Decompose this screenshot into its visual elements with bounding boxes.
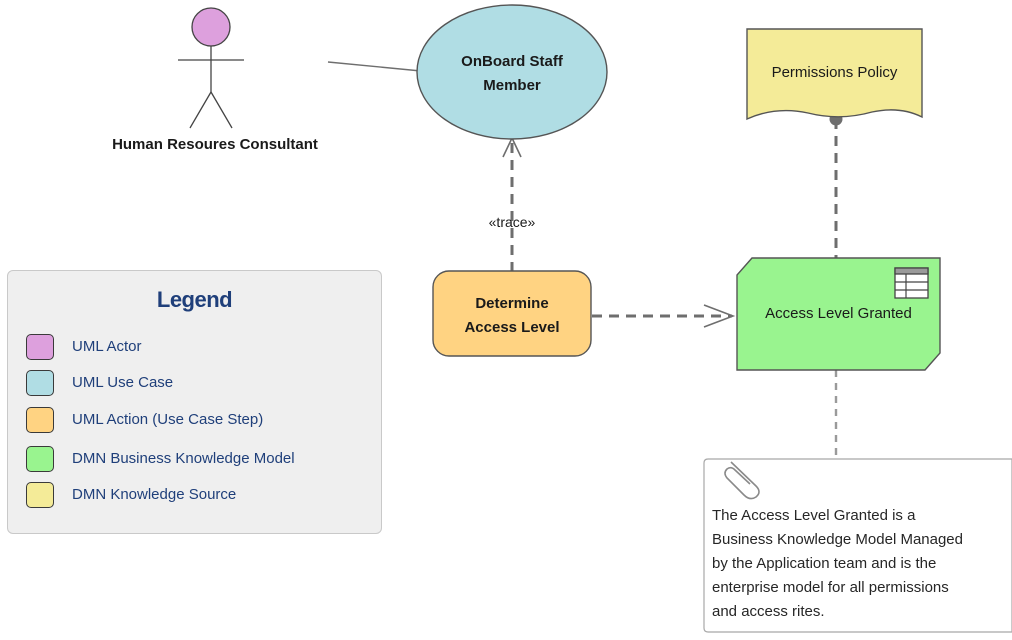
legend-label: DMN Business Knowledge Model [72, 450, 295, 467]
note-line: Business Knowledge Model Managed [712, 531, 963, 548]
action-label: Determine Access Level [433, 292, 591, 340]
legend-label: DMN Knowledge Source [72, 486, 237, 503]
legend-swatch-use-case [26, 370, 54, 396]
legend-item: DMN Knowledge Source [26, 482, 366, 510]
legend-swatch-bkm [26, 446, 54, 472]
knowledge-source-shape[interactable] [746, 28, 923, 121]
association-line[interactable] [327, 61, 422, 72]
action-box[interactable] [432, 270, 592, 357]
use-case-ellipse[interactable] [416, 4, 608, 140]
bkm-label: Access Level Granted [765, 305, 912, 322]
paperclip-icon [724, 461, 760, 500]
use-case-label: OnBoard Staff Member [430, 50, 594, 98]
legend-swatch-action [26, 407, 54, 433]
legend-label: UML Use Case [72, 374, 174, 391]
legend-swatch-knowledge-source [26, 482, 54, 508]
legend-item: UML Actor [26, 334, 366, 362]
use-case-label-line2: Member [483, 77, 541, 94]
uml-actor[interactable] [178, 7, 244, 129]
legend-item: UML Use Case [26, 370, 366, 398]
legend-swatch-actor [26, 334, 54, 360]
trace-label: «trace» [488, 214, 536, 230]
actor-label: Human Resoures Consultant [112, 136, 318, 153]
use-case-label-line1: OnBoard Staff [461, 53, 563, 70]
legend-item: DMN Business Knowledge Model [26, 446, 366, 474]
note-text: The Access Level Granted is a Business K… [712, 504, 1012, 624]
actor-head [191, 7, 231, 47]
legend-label: UML Action (Use Case Step) [72, 411, 264, 428]
note-line: enterprise model for all permissions [712, 579, 949, 596]
legend-item: UML Action (Use Case Step) [26, 407, 366, 435]
action-label-line1: Determine [475, 295, 549, 312]
knowledge-source-label: Permissions Policy [771, 64, 898, 81]
note-line: by the Application team and is the [712, 555, 937, 572]
action-label-line2: Access Level [464, 319, 560, 336]
note-line: The Access Level Granted is a [712, 507, 916, 524]
note-shape[interactable] [703, 458, 1012, 633]
legend-title: Legend [156, 287, 233, 312]
legend-label: UML Actor [72, 338, 142, 355]
decision-table-icon [894, 267, 929, 299]
note-line: and access rites. [712, 603, 825, 620]
knowledge-requirement-arrowhead [703, 304, 736, 328]
bkm-shape[interactable] [736, 257, 941, 371]
legend-panel[interactable]: Legend UML Actor UML Use Case UML Action… [7, 270, 382, 534]
